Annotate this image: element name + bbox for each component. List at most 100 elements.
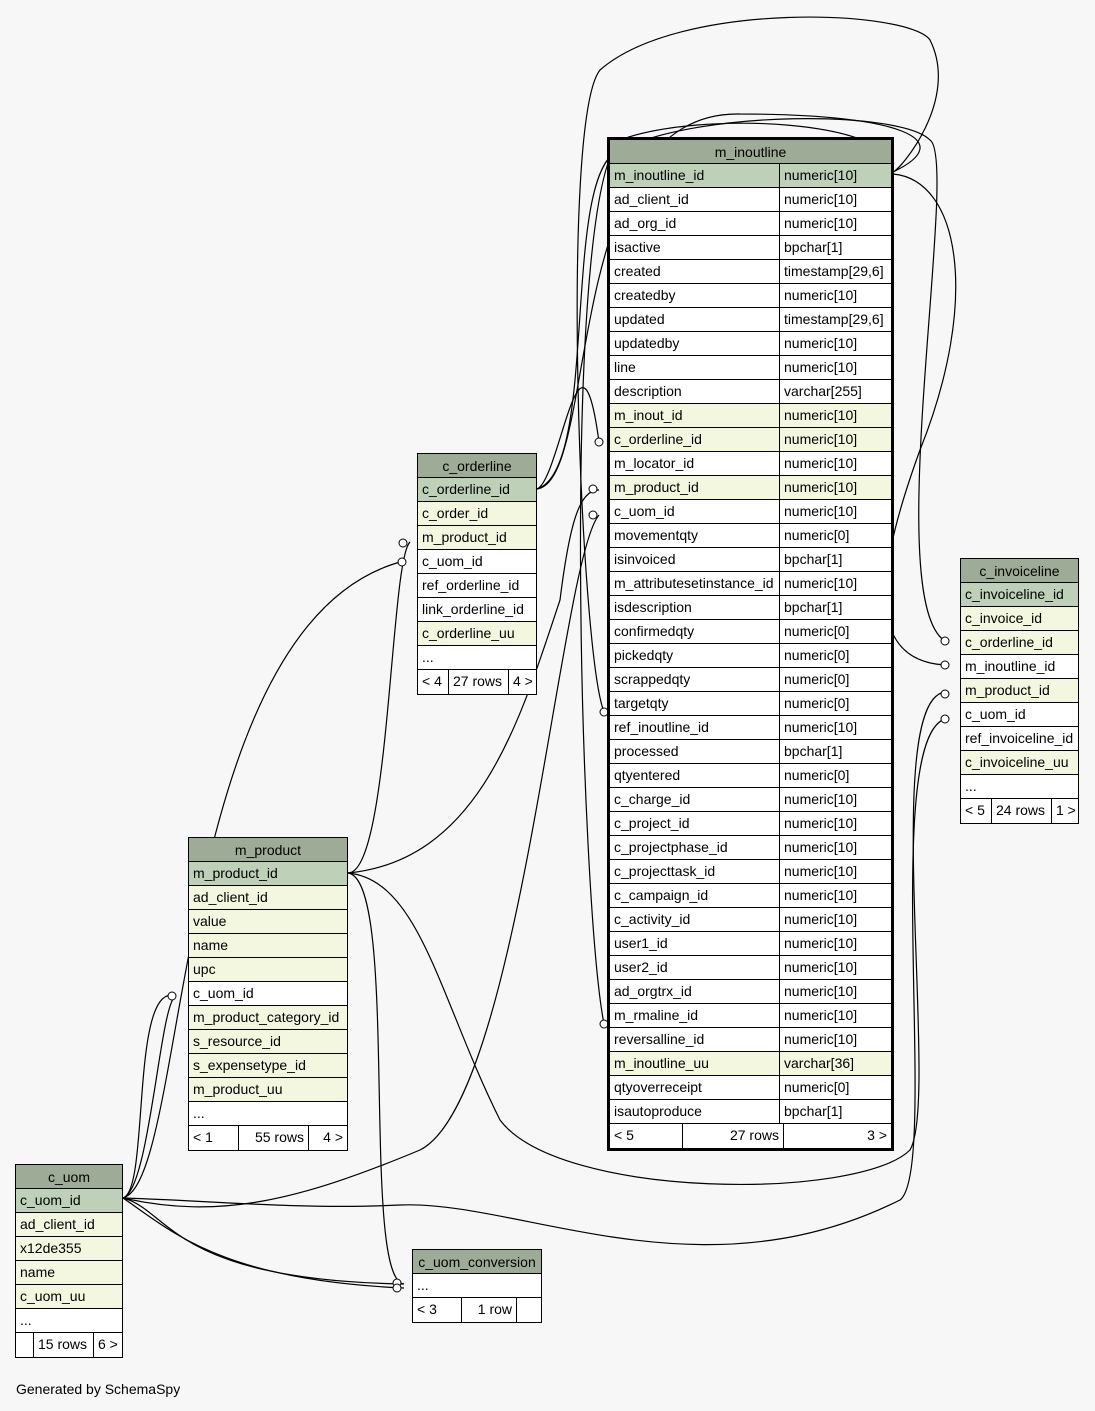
column-row[interactable]: m_product_category_id bbox=[189, 1006, 347, 1030]
column-row[interactable]: c_uom_id bbox=[418, 550, 536, 574]
footer-children[interactable] bbox=[516, 1298, 541, 1322]
footer-children[interactable]: 6 > bbox=[93, 1333, 122, 1357]
column-row[interactable]: c_uom_uu bbox=[16, 1285, 122, 1309]
column-row[interactable]: m_product_id bbox=[189, 862, 347, 886]
column-row[interactable]: c_orderline_uu bbox=[418, 622, 536, 646]
column-row[interactable]: name bbox=[189, 934, 347, 958]
column-row[interactable]: s_expensetype_id bbox=[189, 1054, 347, 1078]
footer-children[interactable]: 4 > bbox=[308, 1126, 347, 1150]
table-title[interactable]: m_product bbox=[189, 838, 347, 862]
table-title[interactable]: c_uom_conversion bbox=[413, 1250, 541, 1274]
column-row[interactable]: ... bbox=[413, 1274, 541, 1298]
column-row[interactable]: upc bbox=[189, 958, 347, 982]
column-row[interactable]: m_product_uu bbox=[189, 1078, 347, 1102]
table-title[interactable]: c_orderline bbox=[418, 454, 536, 478]
footer-parents[interactable] bbox=[16, 1333, 33, 1357]
footer-parents[interactable]: < 4 bbox=[422, 673, 442, 689]
footer-children[interactable]: 1 > bbox=[1051, 799, 1078, 823]
column-row[interactable]: ref_orderline_id bbox=[418, 574, 536, 598]
footer-parents[interactable]: < 5 bbox=[614, 1127, 634, 1143]
column-row[interactable]: ... bbox=[16, 1309, 122, 1333]
footer-row-count: 55 rows bbox=[238, 1126, 308, 1150]
footer-children[interactable]: 3 > bbox=[783, 1124, 891, 1148]
column-row[interactable]: c_uom_id bbox=[961, 703, 1078, 727]
column-row[interactable]: c_uom_id bbox=[16, 1189, 122, 1213]
table-c-uom-conversion[interactable]: c_uom_conversion ... < 3 1 row bbox=[412, 1249, 542, 1323]
column-row[interactable]: ... bbox=[961, 775, 1078, 799]
table-title[interactable]: c_invoiceline bbox=[961, 559, 1078, 583]
footer-parents[interactable]: < 5 bbox=[965, 802, 985, 818]
column-row[interactable]: s_resource_id bbox=[189, 1030, 347, 1054]
column-row[interactable]: c_invoice_id bbox=[961, 607, 1078, 631]
column-row[interactable]: ad_client_id bbox=[16, 1213, 122, 1237]
footer-children[interactable]: 4 > bbox=[508, 670, 536, 694]
column-row[interactable]: ref_invoiceline_id bbox=[961, 727, 1078, 751]
column-row[interactable]: link_orderline_id bbox=[418, 598, 536, 622]
column-row[interactable]: m_product_id bbox=[961, 679, 1078, 703]
column-row[interactable]: c_orderline_id bbox=[418, 478, 536, 502]
column-row[interactable]: x12de355 bbox=[16, 1237, 122, 1261]
column-row[interactable]: c_orderline_id bbox=[961, 631, 1078, 655]
table-title[interactable]: m_inoutline bbox=[610, 140, 891, 164]
table-title[interactable]: c_uom bbox=[16, 1165, 122, 1189]
footer-parents[interactable]: < 1 bbox=[193, 1129, 213, 1145]
column-row[interactable]: ad_client_id bbox=[189, 886, 347, 910]
column-row[interactable]: ... bbox=[418, 646, 536, 670]
column-row[interactable]: m_product_id bbox=[418, 526, 536, 550]
footer-parents[interactable]: < 3 bbox=[417, 1301, 437, 1317]
column-row[interactable]: c_uom_id bbox=[189, 982, 347, 1006]
column-row[interactable]: m_inoutline_id bbox=[961, 655, 1078, 679]
column-row[interactable]: value bbox=[189, 910, 347, 934]
column-row[interactable]: c_order_id bbox=[418, 502, 536, 526]
column-row[interactable]: c_invoiceline_uu bbox=[961, 751, 1078, 775]
column-row[interactable]: ... bbox=[189, 1102, 347, 1126]
column-row[interactable]: name bbox=[16, 1261, 122, 1285]
column-row[interactable]: c_invoiceline_id bbox=[961, 583, 1078, 607]
